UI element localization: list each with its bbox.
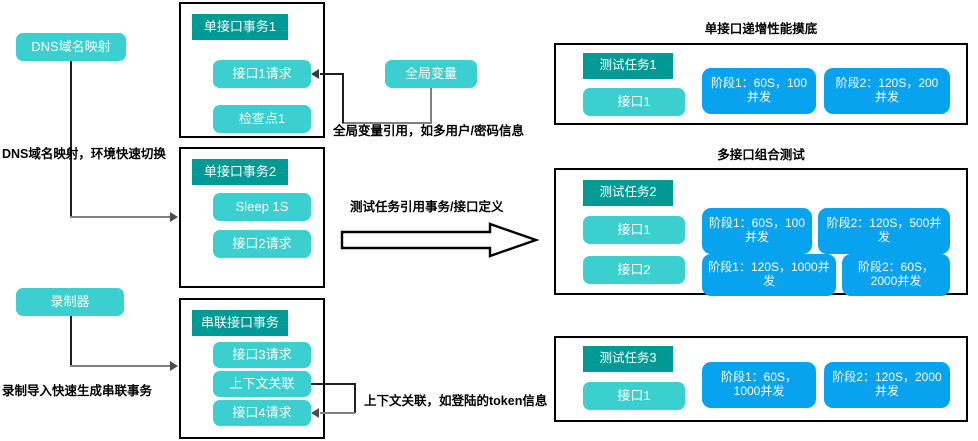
transaction-1-header[interactable]: 单接口事务1 [192,14,288,40]
transaction-3-step-2[interactable]: 上下文关联 [213,371,311,397]
node-global-variable[interactable]: 全局变量 [385,60,477,88]
node-recorder[interactable]: 录制器 [16,288,124,316]
transaction-1-step-1[interactable]: 接口1请求 [213,60,311,88]
transaction-box-3 [179,298,325,439]
test-task-2-interface-2[interactable]: 接口2 [583,256,685,284]
label-dns-caption: DNS域名映射，环境快速切换 [2,147,166,161]
test-task-1-phase-1[interactable]: 阶段1：60S，100并发 [702,68,816,114]
connector-recorder-arrowhead [170,361,178,371]
transaction-3-step-1[interactable]: 接口3请求 [213,342,311,368]
connector-dns-arrowhead [170,212,178,222]
test-task-2-row-1-phase-1[interactable]: 阶段1：60S，100并发 [702,208,812,254]
label-task-reference-caption: 测试任务引用事务/接口定义 [350,200,504,214]
node-dns-mapping[interactable]: DNS域名映射 [16,33,126,61]
group-2-title: 多接口组合测试 [717,148,805,162]
connector-context-horizontal-top [311,383,355,385]
test-task-2-header[interactable]: 测试任务2 [583,180,673,206]
test-task-1-interface-1[interactable]: 接口1 [583,88,685,116]
connector-globalvar-vertical-right [430,88,432,123]
connector-globalvar-horizontal-bottom [342,122,432,124]
group-1-title: 单接口递增性能摸底 [704,22,818,36]
transaction-2-step-2[interactable]: 接口2请求 [213,230,311,258]
test-task-3-phase-2[interactable]: 阶段2：120S，2000并发 [824,362,950,408]
connector-dns-vertical [70,61,72,217]
connector-globalvar-arrowhead [311,69,319,79]
transaction-box-1 [179,2,325,138]
label-recorder-caption: 录制导入快速生成串联事务 [2,384,153,398]
test-task-1-header[interactable]: 测试任务1 [583,53,673,79]
test-task-2-row-2-phase-2[interactable]: 阶段2：60S，2000并发 [842,254,950,296]
test-task-3-header[interactable]: 测试任务3 [583,346,673,372]
connector-context-vertical [354,383,356,413]
block-arrow-task-reference [340,222,540,258]
test-group-panel-3 [554,336,968,422]
connector-context-horizontal-bottom [320,412,355,414]
test-task-3-interface-1[interactable]: 接口1 [583,382,685,410]
transaction-2-step-1[interactable]: Sleep 1S [213,193,311,221]
test-task-2-row-2-phase-1[interactable]: 阶段1：120S，1000并发 [702,254,836,296]
connector-globalvar-horizontal-top [320,73,344,75]
transaction-3-header[interactable]: 串联接口事务 [192,310,288,336]
transaction-3-step-3[interactable]: 接口4请求 [213,400,311,426]
transaction-box-2 [179,147,325,288]
connector-context-arrowhead [311,408,319,418]
transaction-1-step-2[interactable]: 检查点1 [213,105,311,133]
label-global-variable-caption: 全局变量引用，如多用户/密码信息 [333,124,524,138]
transaction-2-header[interactable]: 单接口事务2 [192,159,288,185]
test-task-1-phase-2[interactable]: 阶段2：120S，200并发 [824,68,950,114]
connector-dns-horizontal [70,216,170,218]
connector-globalvar-vertical-left [342,74,344,123]
label-context-caption: 上下文关联，如登陆的token信息 [364,394,548,408]
test-task-2-row-1-phase-2[interactable]: 阶段2：120S，500并发 [818,208,950,254]
test-task-2-interface-1[interactable]: 接口1 [583,216,685,244]
test-group-panel-1 [554,43,968,125]
test-task-3-phase-1[interactable]: 阶段1：60S，1000并发 [702,362,816,408]
connector-recorder-horizontal [70,365,170,367]
connector-recorder-vertical [70,316,72,366]
